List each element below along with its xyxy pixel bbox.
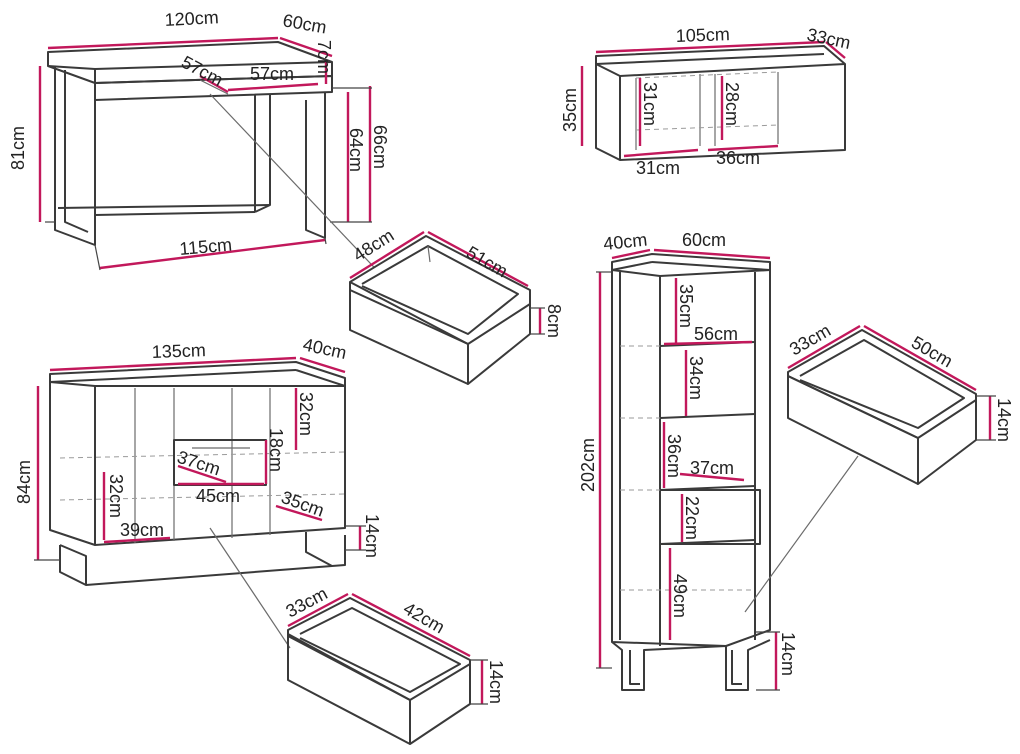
bookcase-shelf3-height-label: 36cm — [664, 434, 684, 478]
bookcase-shelf1-height-label: 35cm — [676, 284, 696, 328]
sideboard-leg-height-label: 14cm — [362, 514, 382, 558]
sideboard-height-label: 84cm — [14, 460, 34, 504]
desk-inner-height-label: 64cm — [346, 128, 366, 172]
desk-depth-label: 60cm — [281, 10, 328, 37]
bookcase-leg-height-label: 14cm — [778, 632, 798, 676]
bookcase-inner-width-label: 56cm — [694, 324, 738, 344]
bookcase-width-label: 60cm — [682, 230, 726, 250]
sideboard-left-width-label: 39cm — [120, 520, 164, 540]
desk-inner-width-label: 115cm — [179, 234, 233, 259]
desk-drawer-drawing — [349, 230, 545, 385]
wall-shelf-drawing — [580, 40, 846, 161]
bookcase-drawing — [596, 248, 780, 691]
bookcase-drawer-height-label: 14cm — [994, 398, 1014, 442]
bookcase-height-label: 202cm — [578, 438, 598, 492]
desk-drawer-inner-width-label: 57cm — [250, 64, 294, 84]
wall-shelf-height-label: 35cm — [560, 88, 580, 132]
sideboard-niche-width-label: 45cm — [196, 486, 240, 506]
desk-leg-height-label: 66cm — [370, 125, 390, 169]
sideboard-drawing — [34, 356, 366, 586]
sideboard-drawer-height-label: 14cm — [486, 660, 506, 704]
desk-drawer-leader-line — [209, 93, 389, 283]
sideboard-right-shelf-height-label: 32cm — [296, 392, 316, 436]
bookcase-depth-label: 40cm — [602, 229, 648, 253]
bookcase-shelf2-height-label: 34cm — [686, 356, 706, 400]
bookcase-drawer-drawing — [787, 324, 996, 485]
wall-shelf-right-compartment-height-label: 28cm — [722, 82, 742, 126]
bookcase-bottom-height-label: 49cm — [670, 574, 690, 618]
sideboard-niche-height-label: 18cm — [266, 428, 286, 472]
sideboard-depth-label: 40cm — [301, 334, 348, 363]
desk-drawer-height-label: 8cm — [544, 304, 564, 338]
desk-height-label: 81cm — [8, 126, 28, 170]
wall-shelf-left-compartment-width-label: 31cm — [636, 158, 680, 178]
bookcase-drawer-leader-line — [744, 455, 859, 613]
sideboard-left-shelf-height-label: 32cm — [106, 474, 126, 518]
bookcase-compartment-height-label: 22cm — [682, 496, 702, 540]
desk-drawer-height-label: 7cm — [314, 40, 334, 74]
bookcase-compartment-depth-label: 37cm — [690, 458, 734, 478]
desk-drawer-inner-depth-label: 57cm — [178, 52, 226, 90]
desk-width-label: 120cm — [164, 7, 219, 30]
sideboard-drawer-leader-line — [209, 527, 291, 649]
sideboard-width-label: 135cm — [151, 340, 206, 362]
wall-shelf-left-compartment-height-label: 31cm — [640, 82, 660, 126]
wall-shelf-right-compartment-width-label: 36cm — [716, 148, 760, 168]
wall-shelf-width-label: 105cm — [675, 24, 730, 46]
sideboard-drawer-drawing — [287, 592, 488, 745]
desk-drawing — [38, 36, 372, 271]
